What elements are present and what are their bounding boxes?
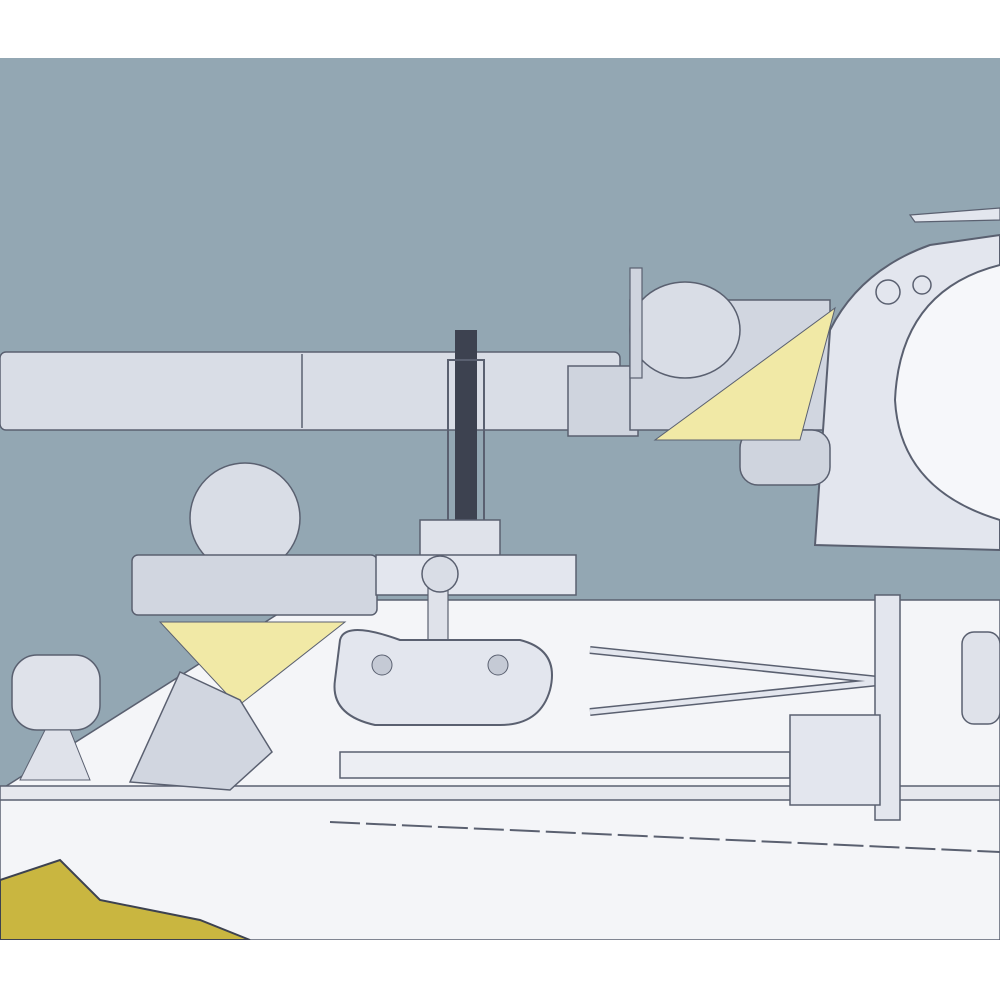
linkage-rod	[589, 679, 881, 715]
bottom-margin	[0, 940, 1000, 1000]
actuator-box	[789, 714, 881, 806]
upper-sight-housing	[629, 281, 741, 379]
mantlet-ring	[893, 264, 1000, 521]
left-cylinder	[11, 654, 101, 731]
linkage-bolt	[371, 654, 393, 676]
linkage-housing	[333, 629, 553, 726]
turret-top-plate	[908, 207, 1000, 223]
hull-dashed-line	[329, 821, 1000, 853]
mount-block	[375, 554, 577, 596]
lower-sight-tube	[131, 554, 378, 616]
highlight-triangle-upper	[653, 306, 836, 441]
right-cylinder	[961, 631, 1000, 725]
mantlet-bolt	[875, 279, 901, 305]
left-cylinder-stand	[19, 729, 91, 781]
rack-base	[419, 519, 501, 559]
main-gun-barrel	[0, 351, 621, 431]
hull-rail	[0, 785, 1000, 801]
linkage-bolt	[487, 654, 509, 676]
upper-sight-bracket	[629, 267, 643, 379]
linkage-rod	[589, 647, 881, 683]
angled-housing	[128, 671, 273, 791]
mantlet-bolt	[912, 275, 932, 295]
mount-knob	[421, 555, 459, 593]
lower-bar	[339, 751, 791, 779]
highlight-triangle-lower	[158, 621, 347, 707]
barrel-collar	[567, 365, 639, 437]
elevation-rack	[455, 330, 477, 530]
